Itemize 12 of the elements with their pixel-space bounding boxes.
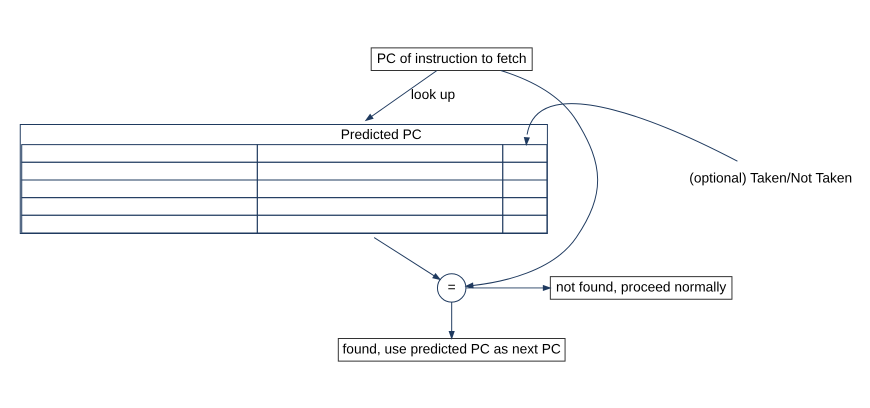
arrow — [364, 70, 438, 121]
node-box: found, use predicted PC as next PC — [338, 338, 566, 362]
arrow — [524, 102, 738, 162]
edge-label: look up — [410, 86, 456, 102]
node-text: (optional) Taken/Not Taken — [689, 170, 852, 186]
arrow — [374, 236, 442, 280]
node-circle: = — [436, 272, 466, 302]
arrow — [448, 301, 455, 340]
node-box: PC of instruction to fetch — [370, 46, 533, 70]
arrow — [464, 70, 598, 288]
node-box: not found, proceed normally — [550, 276, 732, 300]
arrow — [466, 284, 552, 291]
